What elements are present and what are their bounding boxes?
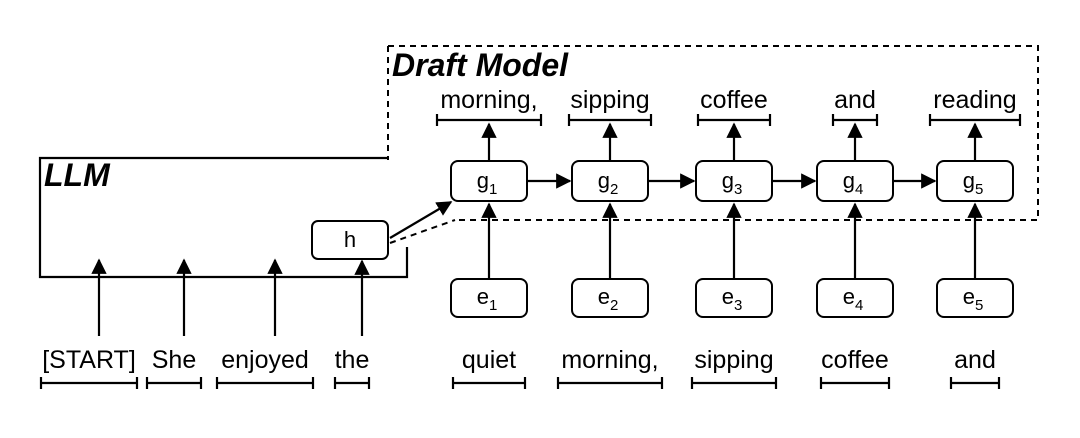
draft-output-word: sipping [570, 86, 649, 114]
hidden-state-label: h [344, 227, 356, 252]
hidden-to-draft-dashed [389, 219, 456, 244]
draft-output-word: morning, [440, 86, 537, 114]
llm-input-word: She [152, 346, 196, 374]
llm-title: LLM [44, 157, 111, 193]
draft-input-bracket [451, 377, 527, 389]
draft-input-word: coffee [821, 346, 889, 374]
llm-inputs: [START] She enjoyed the [39, 258, 371, 389]
generator-label: g4 [843, 168, 864, 198]
llm-input-bracket [333, 377, 371, 389]
llm-input-bracket [215, 377, 315, 389]
draft-input-bracket [819, 377, 891, 389]
llm-input-bracket [145, 377, 203, 389]
draft-model-boundary [388, 45, 1039, 221]
llm-input-word: enjoyed [221, 346, 309, 374]
embedding-label: e5 [963, 284, 984, 314]
embedding-label: e3 [722, 284, 743, 314]
embedding-label: e4 [843, 284, 864, 314]
generator-node [936, 160, 1014, 202]
draft-output-word: coffee [700, 86, 768, 114]
llm-boundary [38, 156, 409, 279]
llm-input-word: [START] [42, 346, 136, 374]
generator-label: g2 [598, 168, 619, 198]
draft-input-word: morning, [561, 346, 658, 374]
draft-output-bracket [435, 114, 543, 126]
draft-output-word: reading [933, 86, 1016, 114]
draft-output-bracket [928, 114, 1022, 126]
draft-input-bracket [556, 377, 664, 389]
llm-input-bracket [39, 377, 139, 389]
draft-model-title: Draft Model [392, 47, 569, 83]
draft-input-word: quiet [462, 346, 516, 374]
generator-label: g5 [963, 168, 984, 198]
draft-model-chain: morning, g1 e1 quiet sipping g2 e2 morning, coff… [435, 86, 1022, 389]
generator-label: g3 [722, 168, 743, 198]
embedding-label: e2 [598, 284, 619, 314]
draft-input-bracket [690, 377, 778, 389]
hidden-to-g1-arrow [389, 201, 453, 239]
draft-output-word: and [834, 86, 876, 114]
draft-output-bracket [567, 114, 653, 126]
draft-input-word: sipping [694, 346, 773, 374]
hidden-state-node [311, 220, 389, 260]
llm-input-word: the [335, 346, 370, 374]
draft-output-bracket [696, 114, 772, 126]
generator-label: g1 [477, 168, 498, 198]
embedding-label: e1 [477, 284, 498, 314]
draft-input-bracket [949, 377, 1001, 389]
draft-output-bracket [831, 114, 879, 126]
draft-input-word: and [954, 346, 996, 374]
